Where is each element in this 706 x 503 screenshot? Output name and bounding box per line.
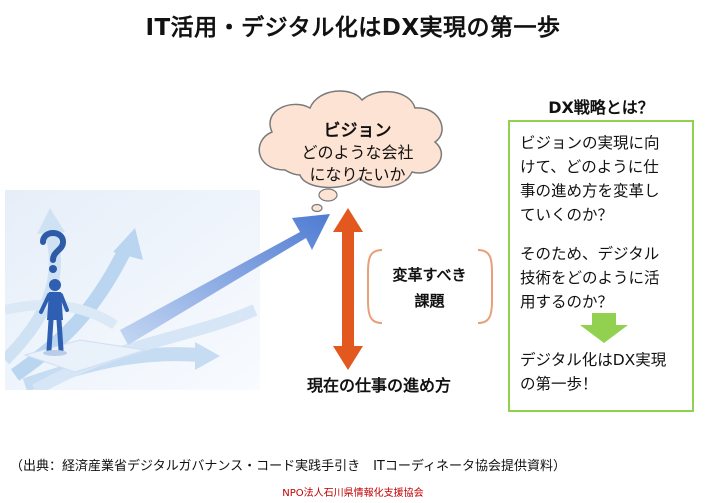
person-figure-icon bbox=[39, 279, 69, 356]
vision-line-2: になりたいか bbox=[309, 165, 406, 184]
organization-name: NPO法人石川県情報化支援協会 bbox=[282, 488, 424, 499]
dx-strategy-box: ビジョンの実現に向 けて、どのように仕 事の進め方を変革し ていくのか？ そのた… bbox=[508, 120, 694, 412]
transformation-double-arrow bbox=[333, 208, 363, 370]
light-arrow bbox=[10, 246, 132, 381]
page-title: IT活用・デジタル化はDX実現の第一歩 bbox=[145, 15, 561, 41]
issue-line-1: 変革すべき bbox=[392, 266, 467, 284]
issue-text: 変革すべき 課題 bbox=[382, 262, 477, 314]
light-arrowhead bbox=[37, 208, 65, 234]
dx-paragraph-3: デジタル化はDX実現 の第一歩！ bbox=[520, 351, 667, 393]
issue-bracket-right bbox=[477, 249, 493, 324]
vision-line-1: どのような会社 bbox=[301, 143, 414, 162]
question-mark-icon bbox=[40, 230, 67, 273]
issue-line-2: 課題 bbox=[414, 292, 445, 310]
growth-arrow bbox=[120, 214, 330, 345]
dx-paragraph-2: そのため、デジタル 技術をどのように活 用するのか？ bbox=[520, 245, 660, 311]
light-arrowhead bbox=[113, 228, 143, 260]
dx-strategy-heading: DX戦略とは？ bbox=[548, 98, 654, 117]
light-arrow bbox=[32, 304, 258, 390]
light-arrowhead bbox=[195, 342, 220, 370]
vision-heading: ビジョン bbox=[323, 121, 392, 141]
source-citation: （出典：経済産業省デジタルガバナンス・コード実践手引き ITコーディネータ協会提… bbox=[10, 459, 566, 474]
vision-cloud bbox=[258, 90, 443, 213]
issue-bracket-left bbox=[367, 249, 383, 324]
current-work-label: 現在の仕事の進め方 bbox=[306, 376, 451, 395]
down-arrow-icon bbox=[580, 313, 628, 343]
vision-text: ビジョン どのような会社 になりたいか bbox=[270, 120, 445, 186]
dx-paragraph-1: ビジョンの実現に向 けて、どのように仕 事の進め方を変革し ていくのか？ bbox=[520, 134, 660, 224]
